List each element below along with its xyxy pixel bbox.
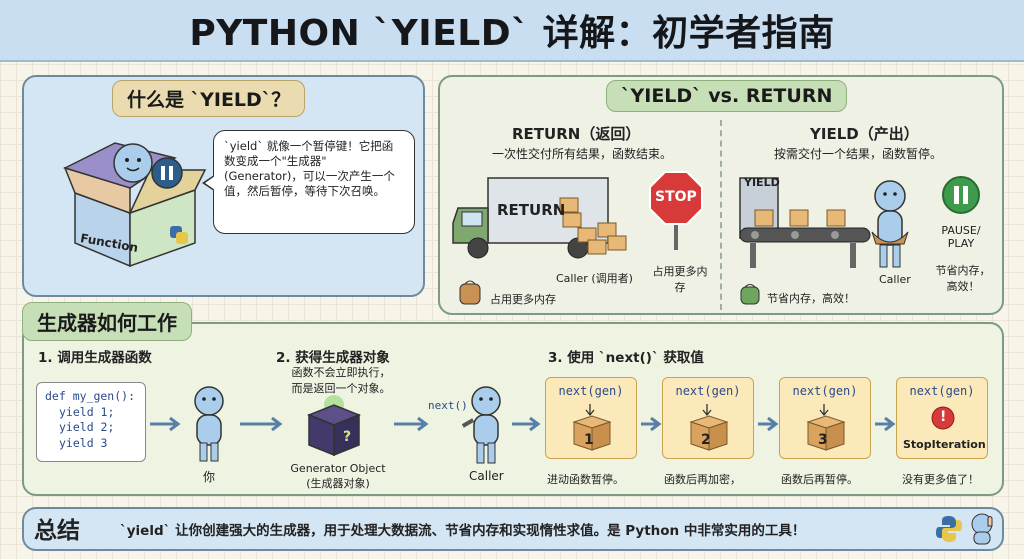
warning-icon — [931, 406, 955, 430]
arrow-right-icon — [150, 417, 181, 431]
vs-divider — [720, 120, 722, 310]
box-number: 1 — [584, 432, 594, 448]
yield-caller-character — [871, 180, 909, 268]
stop-sign-text: STOP — [655, 189, 697, 205]
code-line: yield 3 — [59, 435, 108, 450]
how-it-works-title: 生成器如何工作 — [22, 302, 192, 341]
truck-label: RETURN — [497, 201, 566, 219]
return-heading: RETURN（返回） — [512, 125, 641, 143]
arrow-right-icon — [758, 417, 779, 431]
stop-iteration-label: StopIteration — [903, 438, 986, 451]
yield-caller-label: Caller — [879, 273, 911, 286]
step1-heading: 1. 调用生成器函数 — [38, 350, 152, 366]
caller-character — [462, 386, 501, 464]
next-step-box-1: next(gen) 1 — [545, 377, 637, 459]
next-step-box-2: next(gen) 2 — [662, 377, 754, 459]
warning-mark: ! — [940, 409, 947, 425]
svg-text:?: ? — [343, 429, 351, 445]
code-line: yield 2; — [59, 420, 115, 434]
step2-heading: 2. 获得生成器对象 — [276, 350, 390, 366]
backpack-icon — [740, 284, 760, 305]
step3-heading: 3. 使用 `next()` 获取值 — [548, 350, 704, 366]
next-step-caption-4: 没有更多值了！ — [902, 473, 979, 486]
arrow-right-icon — [875, 417, 896, 431]
arrow-right-icon — [512, 417, 541, 431]
summary-title: 总结 — [34, 518, 80, 544]
code-line: yield 1; — [59, 404, 115, 419]
what-is-yield-title: 什么是 `YIELD`？ — [112, 80, 306, 117]
yield-vs-return-title: `YIELD` vs. RETURN — [606, 80, 848, 112]
arrow-right-icon — [240, 417, 283, 431]
yield-heading: YIELD（产出） — [810, 125, 919, 143]
next-call-text: next(gen) — [792, 384, 858, 398]
thumbs-up-icon — [971, 513, 993, 545]
python-logo-icon — [936, 516, 962, 542]
generator-object-label: Generator Object (生成器对象) — [290, 462, 386, 490]
yield-memory-note-right: 节省内存， 高效！ — [935, 264, 991, 293]
return-description: 一次性交付所有结果，函数结束。 — [492, 147, 673, 161]
box-icon — [572, 404, 612, 451]
box-icon — [806, 404, 846, 451]
return-truck-illustration — [452, 177, 627, 259]
return-caller-label: Caller (调用者) — [556, 272, 633, 285]
summary-text: `yield` 让你创建强大的生成器，用于处理大数据流、节省内存和实现惰性求值。… — [120, 523, 806, 539]
yield-explanation-bubble: `yield` 就像一个暂停键！它把函数变成一个"生成器"(Generator)… — [202, 130, 415, 234]
you-character — [194, 386, 224, 462]
generator-code-block: def my_gen(): yield 1; yield 2; yield 3 — [36, 382, 146, 462]
next-call-text: next(gen) — [675, 384, 741, 398]
return-memory-note-right: 占用更多内存 — [652, 265, 708, 294]
play-pause-icon — [942, 176, 980, 214]
title-banner: PYTHON `YIELD` 详解：初学者指南 — [0, 0, 1024, 62]
generator-object-box-icon: ? — [306, 395, 362, 457]
arrow-right-icon — [641, 417, 662, 431]
conveyor-belt-illustration — [739, 177, 871, 268]
step2-description: 函数不会立即执行， 而是返回一个对象。 — [291, 366, 391, 395]
box-number: 2 — [701, 432, 711, 448]
belt-label: YIELD — [744, 176, 780, 189]
page-title: PYTHON `YIELD` 详解：初学者指南 — [189, 13, 835, 54]
code-line: def my_gen(): — [45, 389, 136, 403]
next-step-caption-2: 函数后再加密， — [664, 473, 741, 486]
next-step-caption-1: 进动函数暂停。 — [547, 473, 624, 486]
yield-memory-note-left: 节省内存，高效！ — [767, 292, 855, 305]
summary-panel — [22, 507, 1004, 551]
caller-label: Caller — [469, 469, 504, 483]
backpack-icon — [459, 280, 481, 305]
stop-sign-icon — [649, 171, 703, 250]
next-step-box-4: next(gen) ! StopIteration — [896, 377, 988, 459]
pause-play-label: PAUSE/ PLAY — [941, 224, 981, 250]
yield-description: 按需交付一个结果，函数暂停。 — [774, 147, 943, 161]
box-number: 3 — [818, 432, 828, 448]
next-call-label: next() — [428, 399, 468, 412]
next-call-text: next(gen) — [909, 384, 975, 398]
next-call-text: next(gen) — [558, 384, 624, 398]
you-label: 你 — [203, 470, 216, 484]
return-memory-note-left: 占用更多内存 — [490, 293, 556, 306]
next-step-box-3: next(gen) 3 — [779, 377, 871, 459]
next-step-caption-3: 函数后再暂停。 — [781, 473, 858, 486]
function-box-illustration — [62, 142, 207, 268]
arrow-right-icon — [394, 417, 429, 431]
box-icon — [689, 404, 729, 451]
